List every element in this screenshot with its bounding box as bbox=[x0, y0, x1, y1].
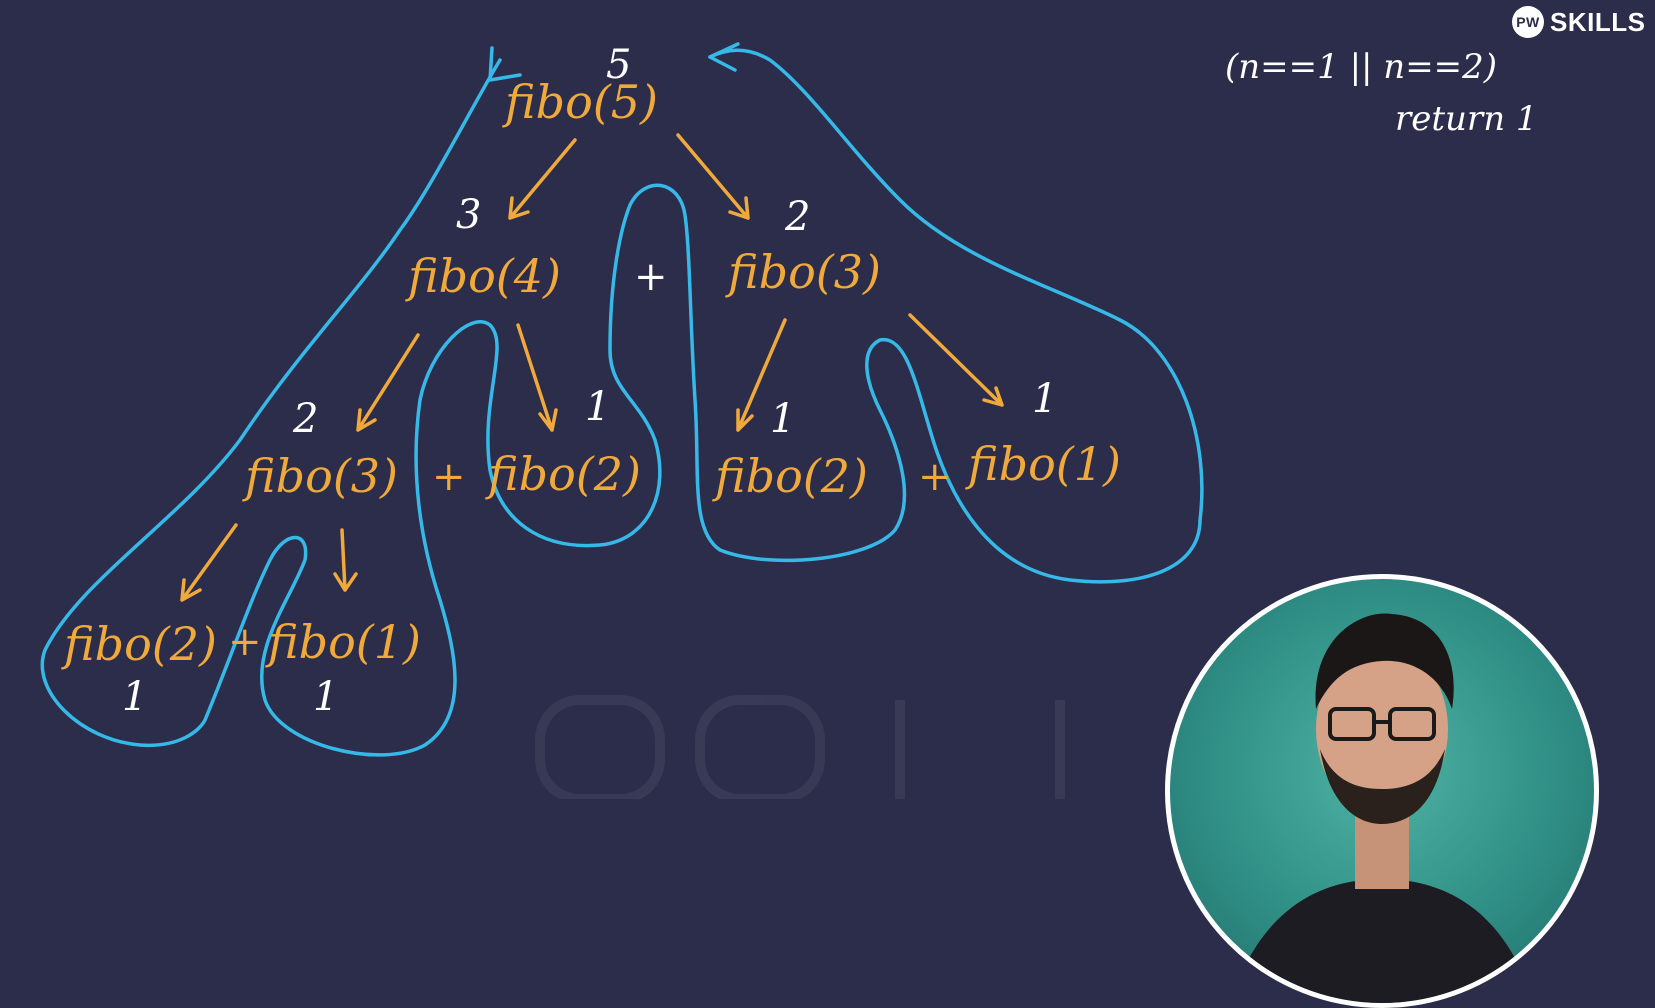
return-left-right: 1 bbox=[585, 384, 610, 430]
call-left: fibo(4) bbox=[405, 249, 561, 303]
plus-root: + bbox=[634, 254, 668, 300]
watermark bbox=[535, 695, 1065, 799]
trace-arrowhead-start bbox=[488, 46, 522, 82]
call-right-right: fibo(1) bbox=[965, 437, 1121, 491]
call-ll-right: fibo(1) bbox=[265, 615, 421, 669]
pw-logo-icon: PW bbox=[1512, 6, 1544, 38]
whiteboard-canvas: fibo(5) fibo(4) fibo(3) fibo(3) fibo(2) … bbox=[40, 6, 1645, 1008]
trace-arrowhead-end bbox=[708, 42, 740, 72]
recursion-tree-diagram: fibo(5) fibo(4) fibo(3) fibo(3) fibo(2) … bbox=[40, 42, 1538, 799]
call-left-right: fibo(2) bbox=[485, 447, 641, 501]
arrow-left-right bbox=[516, 323, 558, 432]
arrow-right-right bbox=[908, 313, 1004, 407]
arrow-left-left bbox=[356, 333, 420, 432]
return-right-right: 1 bbox=[1032, 376, 1057, 422]
return-ll-right: 1 bbox=[313, 674, 338, 720]
plus-right: + bbox=[918, 454, 952, 500]
call-right: fibo(3) bbox=[725, 245, 881, 299]
return-right: 2 bbox=[784, 194, 810, 240]
presenter-silhouette-icon bbox=[1230, 613, 1534, 1003]
arrow-right-left bbox=[736, 318, 787, 432]
return-right-left: 1 bbox=[770, 396, 795, 442]
plus-left: + bbox=[432, 454, 466, 500]
call-arrows bbox=[180, 133, 1004, 602]
return-left: 3 bbox=[456, 192, 481, 238]
base-case-action: return 1 bbox=[1395, 99, 1538, 139]
arrow-ll-left bbox=[180, 523, 238, 602]
call-root: fibo(5) bbox=[502, 75, 658, 129]
return-root: 5 bbox=[606, 42, 631, 88]
call-ll-left: fibo(2) bbox=[61, 617, 217, 671]
brand-name: SKILLS bbox=[1550, 6, 1646, 37]
brand-logo: PW SKILLS bbox=[1512, 6, 1645, 38]
presenter-webcam bbox=[1165, 574, 1599, 1008]
arrow-root-right bbox=[676, 133, 750, 220]
arrow-root-left bbox=[508, 138, 577, 220]
base-case-condition: (n==1 || n==2) bbox=[1225, 47, 1497, 87]
call-left-left: fibo(3) bbox=[242, 449, 398, 503]
return-left-left: 2 bbox=[292, 396, 318, 442]
call-right-left: fibo(2) bbox=[712, 449, 868, 503]
return-ll-left: 1 bbox=[122, 674, 147, 720]
plus-ll: + bbox=[228, 619, 262, 665]
arrow-ll-right bbox=[333, 528, 358, 592]
traversal-trace bbox=[40, 48, 1204, 757]
